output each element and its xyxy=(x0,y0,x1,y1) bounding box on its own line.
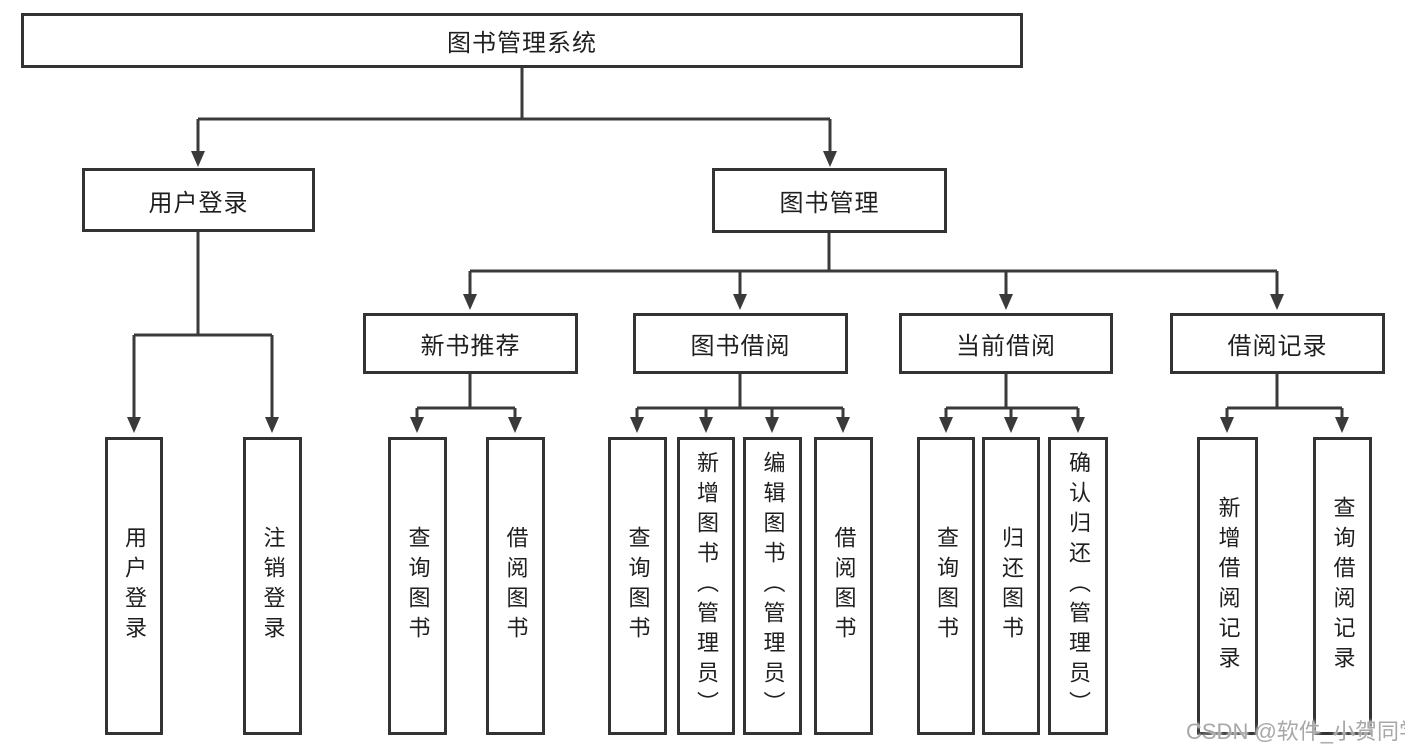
node-book-management-label: 图书管理 xyxy=(779,190,880,217)
leaf-return-book-label: 归还图书 xyxy=(999,526,1024,646)
edges-book-borrowing xyxy=(630,374,850,433)
edges-borrowing-records xyxy=(1220,374,1349,433)
node-book-borrowing: 图书借阅 xyxy=(633,313,848,374)
node-user-login-label: 用户登录 xyxy=(148,189,249,217)
leaf-borrow-books-2: 借阅图书 xyxy=(814,437,873,735)
leaf-confirm-return-admin-label: 确认归还（管理员） xyxy=(1066,451,1091,721)
node-current-borrowing: 当前借阅 xyxy=(899,313,1113,374)
leaf-query-books-2-label: 查询图书 xyxy=(625,526,651,646)
leaf-user-login-label: 用户登录 xyxy=(122,526,147,646)
node-new-book-recommendation-label: 新书推荐 xyxy=(420,333,521,360)
leaf-logout-label: 注销登录 xyxy=(260,526,286,646)
edges-current-borrowing xyxy=(939,374,1085,433)
leaf-query-borrow-record-label: 查询借阅记录 xyxy=(1330,496,1356,676)
watermark: CSDN @软件_小贺同学 xyxy=(1186,719,1405,744)
leaf-add-book-admin: 新增图书（管理员） xyxy=(677,437,735,735)
node-root: 图书管理系统 xyxy=(21,13,1023,68)
node-current-borrowing-label: 当前借阅 xyxy=(956,333,1056,360)
leaf-query-books-1-label: 查询图书 xyxy=(405,526,431,646)
leaf-borrow-books-1-label: 借阅图书 xyxy=(503,526,529,646)
leaf-return-book: 归还图书 xyxy=(982,437,1040,735)
node-borrowing-records: 借阅记录 xyxy=(1170,313,1385,374)
node-root-label: 图书管理系统 xyxy=(447,30,597,57)
leaf-query-books-3: 查询图书 xyxy=(917,437,975,735)
leaf-query-books-1: 查询图书 xyxy=(388,437,447,735)
leaf-logout: 注销登录 xyxy=(243,437,302,735)
edges-new-book-recommendation xyxy=(410,374,522,433)
node-borrowing-records-label: 借阅记录 xyxy=(1227,333,1328,360)
leaf-borrow-books-2-label: 借阅图书 xyxy=(831,526,857,646)
node-book-management: 图书管理 xyxy=(712,168,947,233)
node-user-login: 用户登录 xyxy=(82,168,315,232)
leaf-add-borrow-record: 新增借阅记录 xyxy=(1197,437,1258,735)
node-new-book-recommendation: 新书推荐 xyxy=(363,313,578,374)
leaf-add-borrow-record-label: 新增借阅记录 xyxy=(1215,496,1241,676)
leaf-edit-book-admin: 编辑图书（管理员） xyxy=(743,437,802,735)
edges-book-management xyxy=(463,233,1284,310)
leaf-borrow-books-1: 借阅图书 xyxy=(486,437,545,735)
leaf-confirm-return-admin: 确认归还（管理员） xyxy=(1048,437,1108,735)
leaf-query-books-3-label: 查询图书 xyxy=(934,526,959,646)
leaf-query-borrow-record: 查询借阅记录 xyxy=(1313,437,1372,735)
edges-user-login xyxy=(127,232,279,433)
node-book-borrowing-label: 图书借阅 xyxy=(690,333,791,360)
leaf-user-login: 用户登录 xyxy=(105,437,163,735)
edges-root-to-level2 xyxy=(191,68,837,167)
leaf-query-books-2: 查询图书 xyxy=(608,437,667,735)
leaf-edit-book-admin-label: 编辑图书（管理员） xyxy=(760,451,786,721)
leaf-add-book-admin-label: 新增图书（管理员） xyxy=(694,451,719,721)
